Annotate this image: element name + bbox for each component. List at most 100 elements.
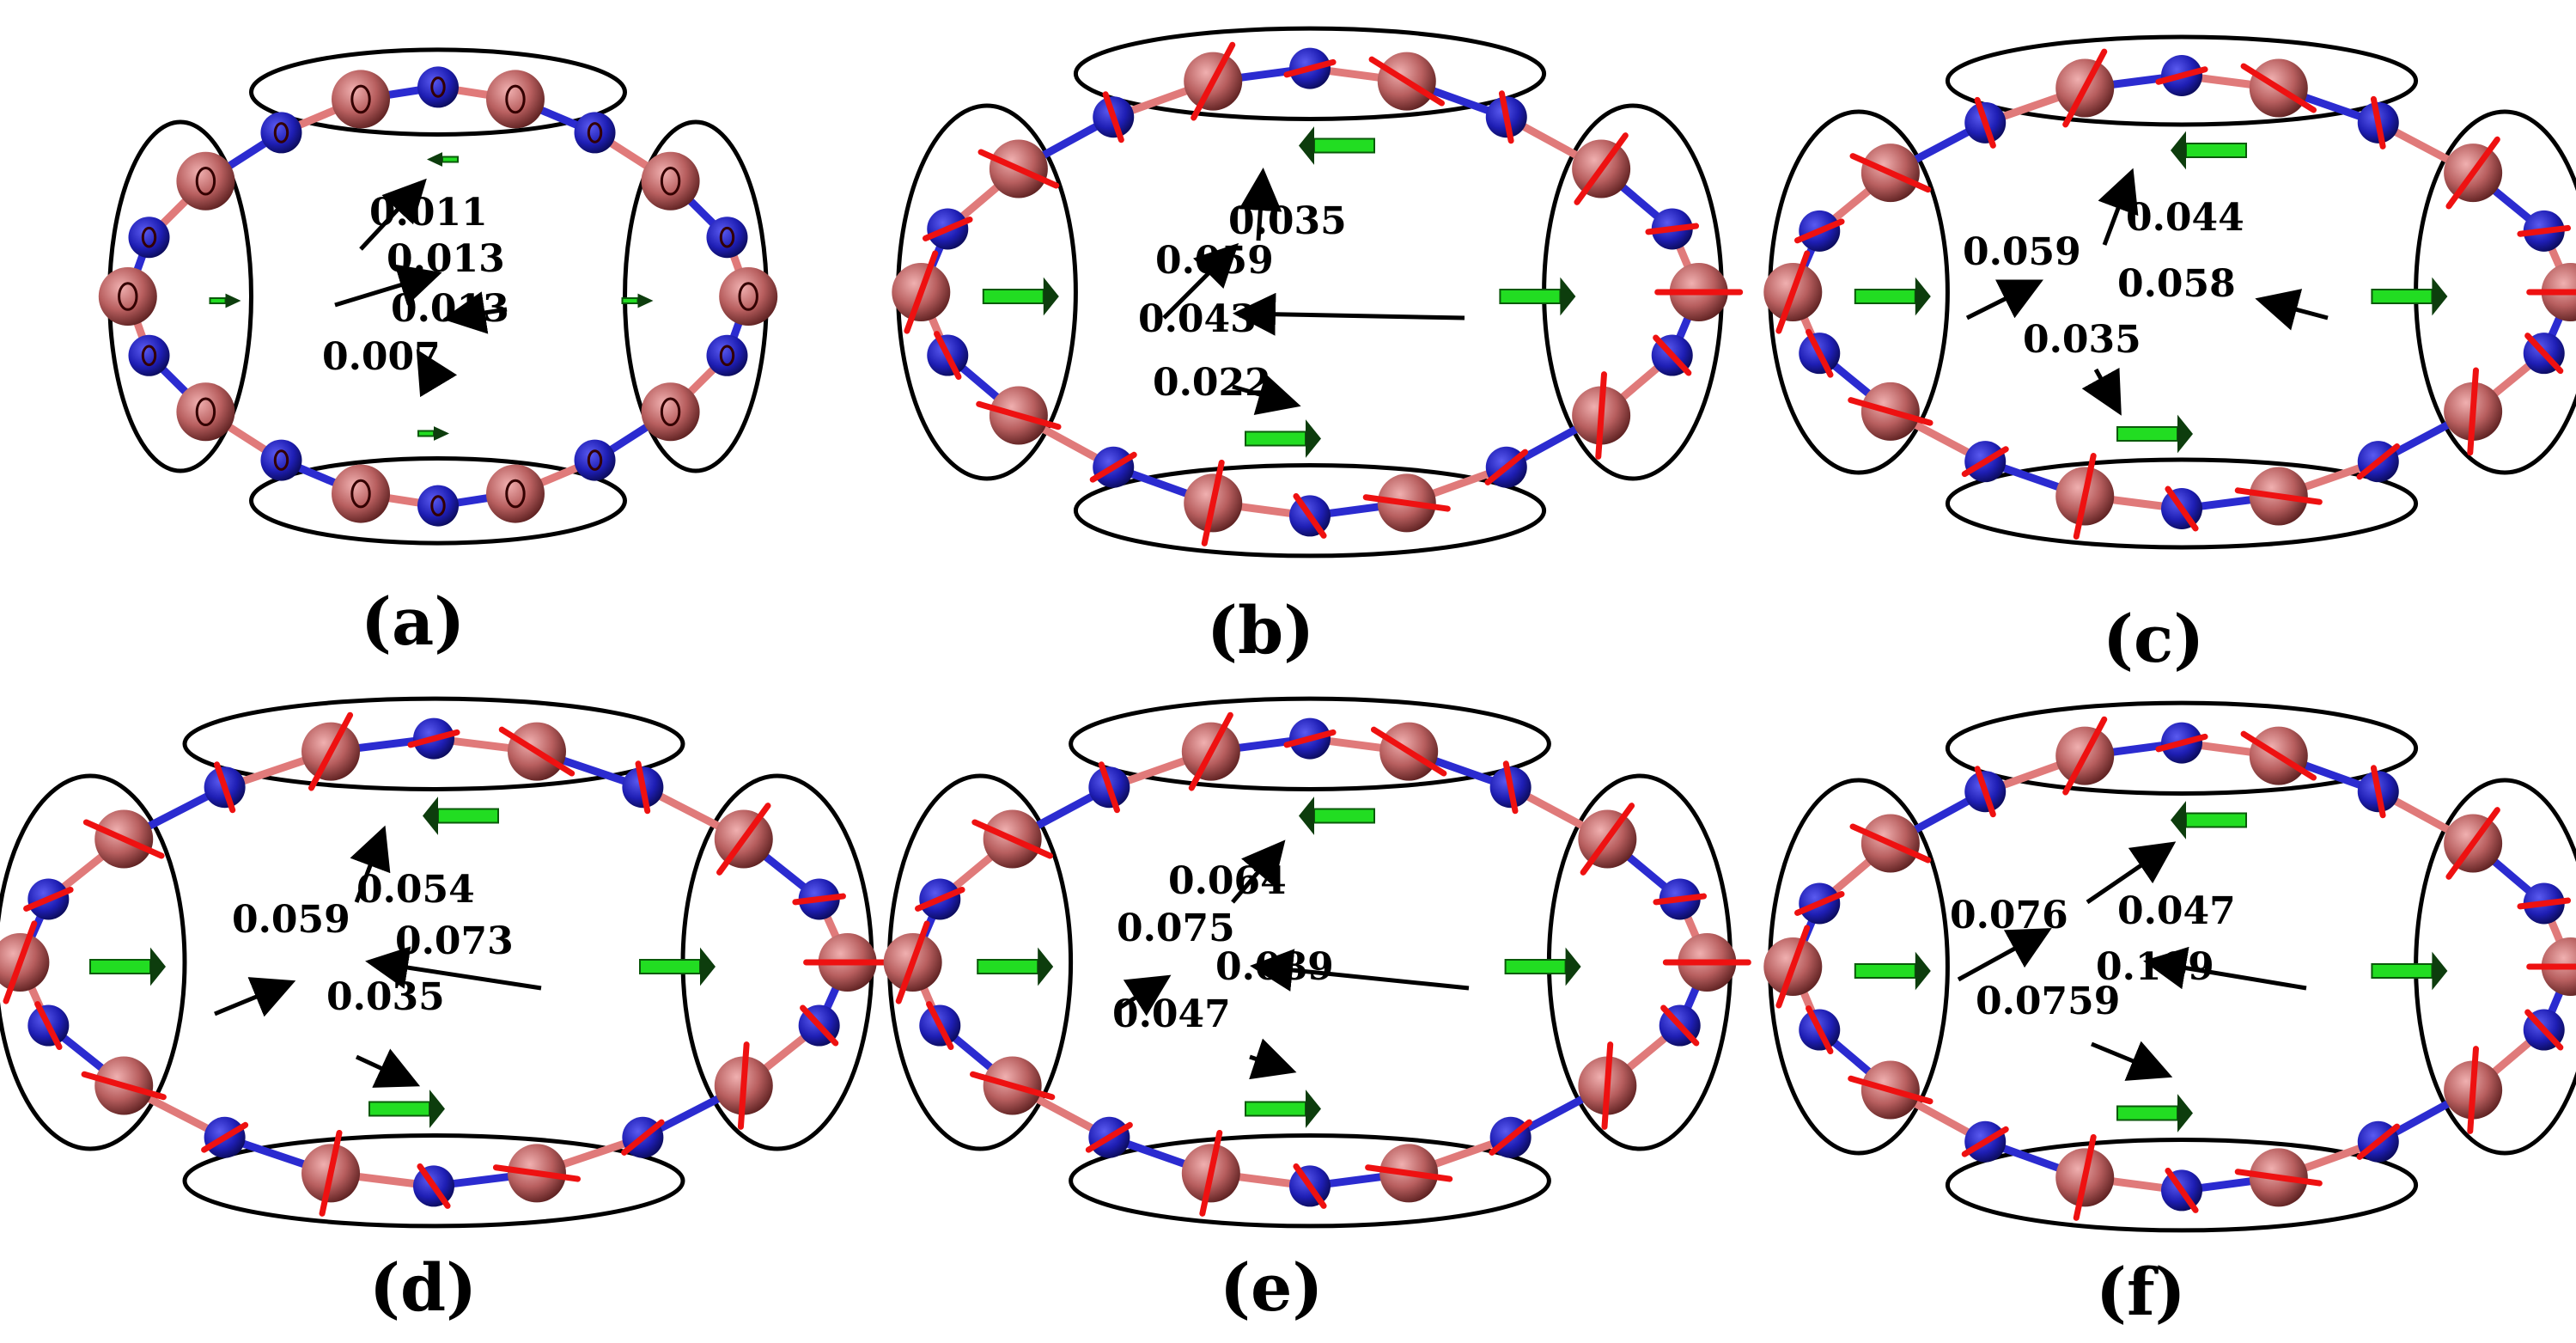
pointer-arrow bbox=[1249, 1038, 1297, 1080]
spin-arrow bbox=[1362, 494, 1451, 512]
spin-arrow bbox=[2240, 63, 2317, 113]
outline-ellipse-bottom bbox=[1073, 463, 1547, 559]
pointer-arrow bbox=[2143, 946, 2307, 991]
moment-value-left: 0.076 bbox=[1950, 894, 2068, 937]
net-moment-arrowhead bbox=[1299, 126, 1314, 165]
moment-value-right: 0.073 bbox=[395, 919, 514, 963]
moment-value-bottom: 0.007 bbox=[322, 335, 441, 379]
outline-ellipse-bottom bbox=[1945, 457, 2419, 550]
atom-ring bbox=[98, 66, 778, 527]
moment-value-top: 0.064 bbox=[1168, 859, 1287, 903]
spin-marker bbox=[273, 449, 289, 471]
outline-ellipse-top bbox=[1073, 26, 1547, 122]
atom-red bbox=[332, 70, 391, 129]
spin-arrow bbox=[2445, 136, 2500, 210]
atom-red bbox=[485, 70, 545, 129]
atom-blue bbox=[260, 112, 302, 154]
spin-arrow bbox=[2524, 1009, 2564, 1051]
spin-arrow bbox=[2062, 48, 2108, 128]
net-moment-arrow bbox=[1504, 959, 1567, 974]
panel-e: 0.064 0.075 0.089 0.047 (e) bbox=[883, 696, 1751, 1326]
moment-value-right: 0.043 bbox=[1138, 297, 1257, 341]
spin-arrow bbox=[1489, 1119, 1532, 1156]
net-moment-arrow bbox=[368, 1101, 430, 1117]
spin-marker bbox=[273, 122, 289, 143]
net-moment-arrows bbox=[982, 126, 1576, 458]
spin-arrow bbox=[1793, 218, 1845, 244]
spin-arrow bbox=[201, 1121, 249, 1153]
atom-red bbox=[176, 151, 235, 211]
pointer-arrow bbox=[416, 349, 458, 398]
outline-ellipse-bottom bbox=[249, 456, 627, 546]
spin-arrow bbox=[2165, 485, 2199, 532]
spin-arrow bbox=[1293, 492, 1327, 539]
spin-arrow bbox=[1188, 711, 1233, 791]
net-moment-arrows bbox=[977, 797, 1581, 1128]
spin-marker bbox=[195, 397, 216, 427]
spin-arrow bbox=[2062, 716, 2108, 796]
spin-arrow bbox=[2370, 765, 2386, 819]
spin-arrow bbox=[1574, 132, 1629, 205]
pointer-arrow bbox=[1233, 292, 1465, 336]
panel-label: (a) bbox=[361, 583, 465, 660]
atom-blue bbox=[260, 439, 302, 481]
spin-arrow bbox=[2467, 367, 2479, 456]
net-moment-arrow bbox=[437, 808, 499, 824]
net-moment-arrow bbox=[89, 959, 151, 974]
net-moment-arrow bbox=[639, 959, 701, 974]
moment-value-top: 0.054 bbox=[356, 868, 475, 912]
spin-arrow bbox=[34, 1001, 63, 1050]
moment-value-top: 0.047 bbox=[2117, 889, 2236, 933]
net-moment-arrowhead bbox=[2432, 951, 2448, 991]
net-moment-arrowhead bbox=[225, 293, 241, 308]
net-moment-arrowhead bbox=[1306, 419, 1321, 458]
spin-arrow bbox=[1775, 925, 1811, 1009]
net-moment-arrow bbox=[1499, 289, 1562, 304]
atom-ring bbox=[0, 711, 892, 1217]
spin-marker bbox=[350, 84, 371, 114]
atom-blue bbox=[417, 485, 459, 527]
spin-marker bbox=[587, 122, 603, 143]
spin-arrow bbox=[1961, 1126, 2009, 1157]
net-moment-arrow bbox=[2371, 289, 2433, 304]
spin-arrow bbox=[904, 250, 939, 334]
outline-ellipse-top bbox=[1069, 696, 1551, 791]
outline-ellipse-top bbox=[249, 47, 627, 137]
spin-arrow bbox=[1199, 1129, 1223, 1217]
spin-arrow bbox=[800, 1004, 839, 1047]
spin-arrow bbox=[1806, 1005, 1834, 1054]
spin-marker bbox=[505, 479, 526, 509]
spin-arrow bbox=[1283, 58, 1337, 78]
atom-blue bbox=[417, 66, 459, 108]
atom-red bbox=[719, 267, 778, 326]
spin-arrow bbox=[1849, 153, 1932, 193]
spin-arrow bbox=[1961, 446, 2009, 478]
moment-value-top: 0.011 bbox=[369, 191, 488, 235]
pointer-arrow bbox=[350, 825, 391, 903]
pointer-arrow bbox=[355, 1048, 421, 1088]
spin-arrow bbox=[1368, 56, 1445, 107]
moment-value-right: 0.109 bbox=[2096, 945, 2214, 989]
net-moment-arrow bbox=[621, 297, 639, 304]
net-moment-arrow bbox=[1313, 808, 1375, 824]
spin-arrow bbox=[971, 819, 1054, 859]
moment-value-left: 0.059 bbox=[1963, 230, 2081, 274]
spin-arrow bbox=[417, 1163, 451, 1209]
net-moment-arrowhead bbox=[1038, 947, 1054, 986]
spin-arrow bbox=[492, 1164, 582, 1182]
spin-arrow bbox=[1580, 803, 1635, 876]
atom-red bbox=[332, 464, 391, 523]
spin-arrow bbox=[1102, 91, 1124, 143]
net-moment-arrowhead bbox=[2432, 277, 2448, 316]
net-moment-arrow bbox=[417, 430, 435, 437]
pointer-arrow bbox=[1231, 839, 1286, 904]
spin-arrow bbox=[2240, 730, 2317, 781]
net-moment-arrow bbox=[982, 289, 1044, 304]
spin-arrow bbox=[1098, 761, 1120, 814]
net-moment-arrow bbox=[1854, 963, 1916, 979]
spin-arrow bbox=[2234, 1169, 2323, 1187]
spin-arrow bbox=[2234, 487, 2323, 505]
spin-arrow bbox=[1502, 760, 1519, 815]
spin-arrow bbox=[976, 400, 1062, 430]
pointer-arrow bbox=[2098, 168, 2139, 246]
